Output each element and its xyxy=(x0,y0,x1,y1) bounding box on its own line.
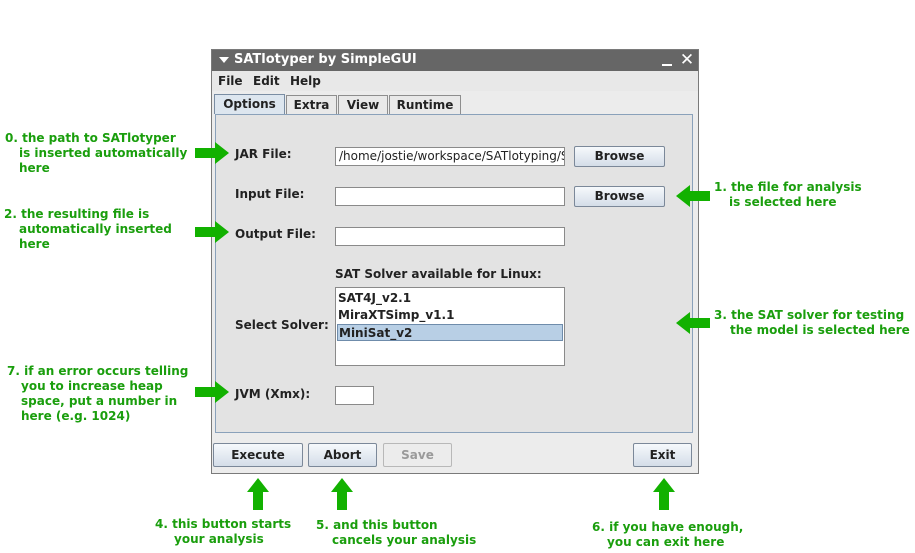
menu-edit[interactable]: Edit xyxy=(253,74,280,88)
exit-button[interactable]: Exit xyxy=(633,443,692,467)
input-file-field[interactable] xyxy=(335,187,565,206)
annotation-0: 0. the path to SATlotyper is inserted au… xyxy=(5,131,188,175)
jvm-label: JVM (Xmx): xyxy=(235,387,311,401)
jvm-xmx-field[interactable] xyxy=(335,386,374,405)
options-panel: JAR File: /home/jostie/workspace/SATloty… xyxy=(215,114,693,433)
annotation-2: 2. the resulting file is automatically i… xyxy=(4,207,172,251)
annotation-5: 5. and this button cancels your analysis xyxy=(316,518,477,547)
annotation-6: 6. if you have enough, you can exit here xyxy=(592,520,744,549)
annotation-3: 3. the SAT solver for testing the model … xyxy=(714,308,910,337)
execute-button[interactable]: Execute xyxy=(213,443,303,467)
menu-bar: File Edit Help xyxy=(212,71,698,91)
annotation-1: 1. the file for analysis is selected her… xyxy=(714,180,862,209)
input-label: Input File: xyxy=(235,187,305,201)
jar-browse-button[interactable]: Browse xyxy=(574,146,665,167)
title-bar[interactable]: SATlotyper by SimpleGUI ✕ xyxy=(212,50,698,71)
save-button[interactable]: Save xyxy=(383,443,452,467)
annotation-7: 7. if an error occurs telling you to inc… xyxy=(7,364,189,423)
solver-item[interactable]: MiraXTSimp_v1.1 xyxy=(338,308,455,322)
tab-options[interactable]: Options xyxy=(214,94,285,114)
solver-item[interactable]: SAT4J_v2.1 xyxy=(338,291,412,305)
tab-runtime[interactable]: Runtime xyxy=(389,95,461,114)
abort-button[interactable]: Abort xyxy=(308,443,377,467)
tab-view[interactable]: View xyxy=(338,95,388,114)
solver-item-selected[interactable]: MiniSat_v2 xyxy=(337,324,563,341)
minimize-icon[interactable] xyxy=(662,64,672,66)
window-title: SATlotyper by SimpleGUI xyxy=(234,52,417,67)
solver-list[interactable]: SAT4J_v2.1 MiraXTSimp_v1.1 MiniSat_v2 xyxy=(335,287,565,366)
app-window: SATlotyper by SimpleGUI ✕ File Edit Help… xyxy=(211,49,699,474)
input-browse-button[interactable]: Browse xyxy=(574,186,665,207)
output-file-field[interactable] xyxy=(335,227,565,246)
solver-caption: SAT Solver available for Linux: xyxy=(335,267,542,281)
jar-file-field[interactable]: /home/jostie/workspace/SATlotyping/S xyxy=(335,147,565,166)
close-icon[interactable]: ✕ xyxy=(679,50,695,70)
output-label: Output File: xyxy=(235,227,316,241)
arrow-up-icon xyxy=(653,478,675,510)
arrow-up-icon xyxy=(331,478,353,510)
annotation-4: 4. this button starts your analysis xyxy=(155,517,292,546)
arrow-up-icon xyxy=(247,478,269,510)
tab-extra[interactable]: Extra xyxy=(286,95,337,114)
select-solver-label: Select Solver: xyxy=(235,318,329,332)
menu-help[interactable]: Help xyxy=(290,74,321,88)
window-menu-icon[interactable] xyxy=(219,57,229,63)
jar-label: JAR File: xyxy=(235,147,292,161)
menu-file[interactable]: File xyxy=(218,74,243,88)
